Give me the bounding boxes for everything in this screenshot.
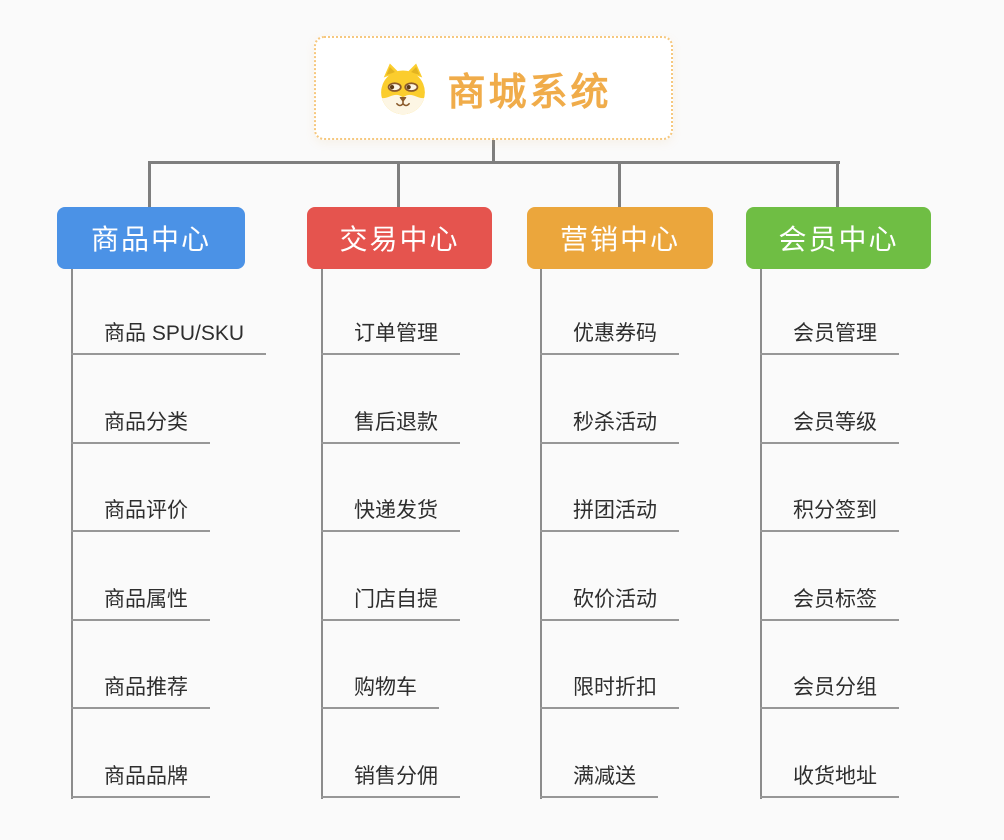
connector-bus bbox=[148, 161, 840, 164]
leaf-node[interactable]: 砍价活动 bbox=[540, 583, 679, 621]
leaf-node[interactable]: 售后退款 bbox=[321, 406, 460, 444]
root-node[interactable]: 商城系统 bbox=[314, 36, 673, 140]
leaf-node[interactable]: 优惠券码 bbox=[540, 317, 679, 355]
connector-drop-member bbox=[836, 161, 839, 208]
leaf-node[interactable]: 商品评价 bbox=[71, 494, 210, 532]
branch-label: 商品中心 bbox=[90, 224, 211, 255]
leaf-column-member: 会员管理 会员等级 积分签到 会员标签 会员分组 收货地址 bbox=[760, 269, 899, 798]
root-title: 商城系统 bbox=[447, 71, 612, 114]
branch-label: 营销中心 bbox=[559, 224, 680, 255]
leaf-node[interactable]: 限时折扣 bbox=[540, 671, 679, 709]
leaf-node[interactable]: 门店自提 bbox=[321, 583, 460, 621]
branch-node-member-center[interactable]: 会员中心 bbox=[746, 207, 931, 269]
leaf-node[interactable]: 会员等级 bbox=[760, 406, 899, 444]
leaf-node[interactable]: 商品推荐 bbox=[71, 671, 210, 709]
leaf-node[interactable]: 拼团活动 bbox=[540, 494, 679, 532]
leaf-node[interactable]: 收货地址 bbox=[760, 760, 899, 798]
connector-drop-marketing bbox=[618, 161, 621, 208]
leaf-column-marketing: 优惠券码 秒杀活动 拼团活动 砍价活动 限时折扣 满减送 bbox=[540, 269, 679, 798]
branch-trunk-trade bbox=[321, 269, 323, 799]
leaf-node[interactable]: 销售分佣 bbox=[321, 760, 460, 798]
connector-drop-product bbox=[148, 161, 151, 208]
leaf-node[interactable]: 会员分组 bbox=[760, 671, 899, 709]
branch-trunk-product bbox=[71, 269, 73, 799]
leaf-node[interactable]: 会员管理 bbox=[760, 317, 899, 355]
leaf-node[interactable]: 订单管理 bbox=[321, 317, 460, 355]
connector-drop-trade bbox=[397, 161, 400, 208]
leaf-node[interactable]: 快递发货 bbox=[321, 494, 460, 532]
leaf-node[interactable]: 商品属性 bbox=[71, 583, 210, 621]
leaf-node[interactable]: 商品分类 bbox=[71, 406, 210, 444]
leaf-node[interactable]: 秒杀活动 bbox=[540, 406, 679, 444]
leaf-node[interactable]: 商品品牌 bbox=[71, 760, 210, 798]
leaf-column-product: 商品 SPU/SKU 商品分类 商品评价 商品属性 商品推荐 商品品牌 bbox=[71, 269, 267, 798]
branch-trunk-member bbox=[760, 269, 762, 799]
leaf-node[interactable]: 会员标签 bbox=[760, 583, 899, 621]
branch-node-product-center[interactable]: 商品中心 bbox=[57, 207, 245, 269]
shiba-dog-icon bbox=[381, 63, 426, 115]
branch-label: 交易中心 bbox=[339, 224, 460, 255]
leaf-node[interactable]: 满减送 bbox=[540, 760, 658, 798]
branch-label: 会员中心 bbox=[778, 224, 899, 255]
branch-trunk-marketing bbox=[540, 269, 542, 799]
leaf-node[interactable]: 积分签到 bbox=[760, 494, 899, 532]
connector-root-stem bbox=[492, 140, 495, 163]
branch-node-marketing-center[interactable]: 营销中心 bbox=[527, 207, 713, 269]
branch-node-trade-center[interactable]: 交易中心 bbox=[307, 207, 492, 269]
leaf-column-trade: 订单管理 售后退款 快递发货 门店自提 购物车 销售分佣 bbox=[321, 269, 460, 798]
leaf-node[interactable]: 商品 SPU/SKU bbox=[71, 317, 267, 355]
leaf-node[interactable]: 购物车 bbox=[321, 671, 439, 709]
